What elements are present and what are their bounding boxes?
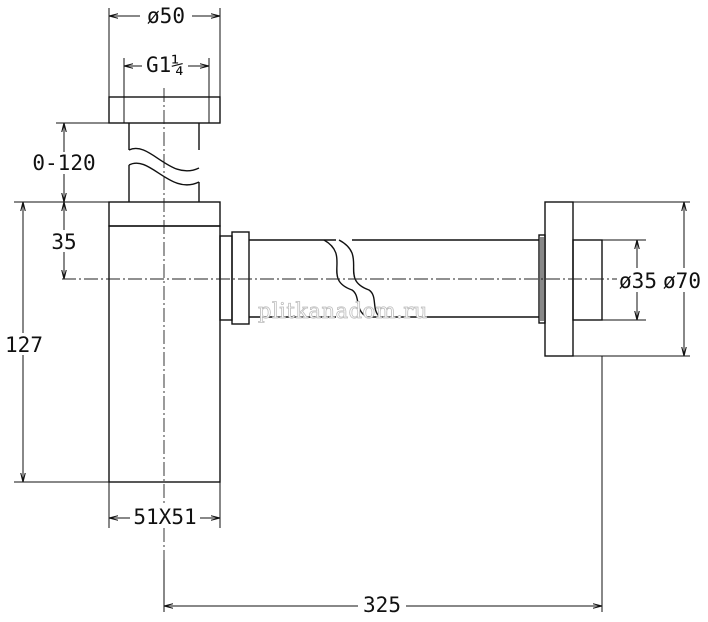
dim-inlet-offset: 35 xyxy=(40,202,88,279)
dim-body-height: 127 xyxy=(4,202,44,482)
dim-top-diameter-label: ø50 xyxy=(147,4,185,28)
dim-adjustment-label: 0-120 xyxy=(32,151,95,175)
watermark: plitkanadom.ru xyxy=(258,299,428,323)
dim-pipe-diameter: ø35 xyxy=(617,240,659,320)
extension-lines xyxy=(14,8,690,612)
dim-thread-label: G1¼ xyxy=(146,53,184,77)
dim-body-height-label: 127 xyxy=(5,333,43,357)
outlet-pipe xyxy=(249,239,539,318)
dim-flange-diameter-label: ø70 xyxy=(663,269,701,293)
trap-body xyxy=(108,225,221,483)
dim-body-section-label: 51X51 xyxy=(133,505,196,529)
dim-thread: G1¼ xyxy=(124,53,209,77)
dim-body-section: 51X51 xyxy=(109,505,220,529)
tailpiece xyxy=(128,123,200,202)
dim-inlet-offset-label: 35 xyxy=(51,230,76,254)
dim-top-diameter: ø50 xyxy=(109,4,220,28)
dim-outlet-length: 325 xyxy=(164,593,602,617)
body-collar xyxy=(108,201,221,227)
dim-flange-diameter: ø70 xyxy=(659,202,705,356)
outlet-nut xyxy=(219,231,250,325)
center-lines xyxy=(62,88,640,560)
dim-adjustment: 0-120 xyxy=(30,123,98,202)
dim-outlet-length-label: 325 xyxy=(363,593,401,617)
top-cap xyxy=(108,96,221,124)
dim-pipe-diameter-label: ø35 xyxy=(619,269,657,293)
